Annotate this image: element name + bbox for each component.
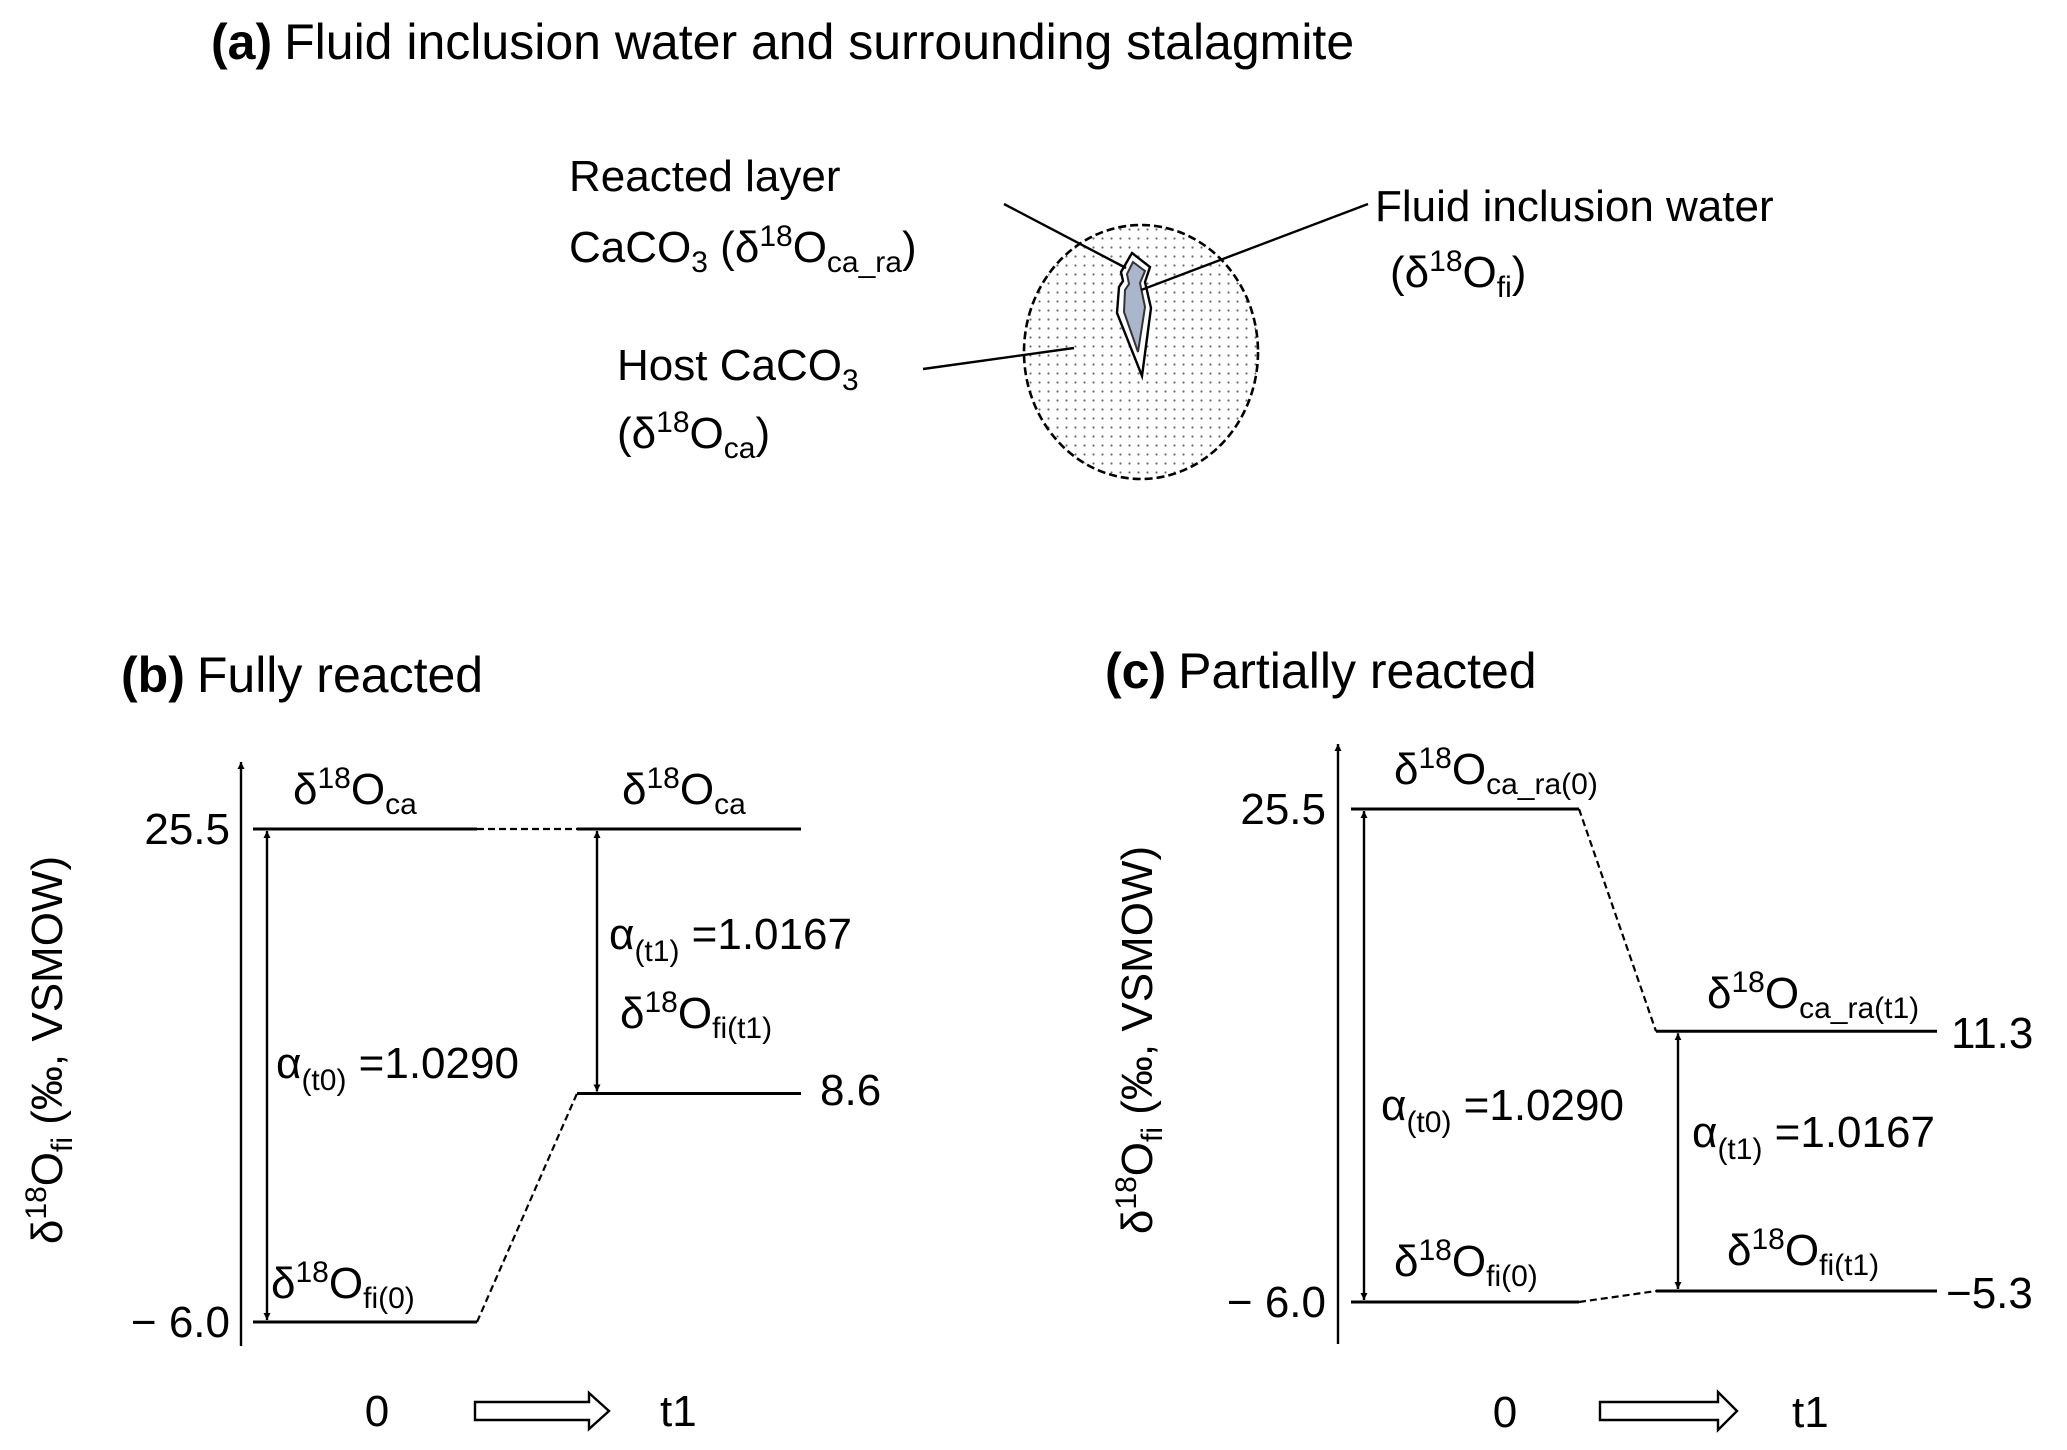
panel-b: (b)Fully reacted δ18Ofi (‰, VSMOW) 25.5 … [20, 647, 881, 1436]
panel-c-time-start: 0 [1493, 1388, 1517, 1437]
panel-a: (a)Fluid inclusion water and surrounding… [211, 14, 1774, 481]
panel-b-time-start: 0 [365, 1387, 389, 1436]
fluid-inclusion-leader [1140, 202, 1369, 292]
panel-b-label-alpha-t1: α(t1) =1.0167 [609, 910, 852, 968]
panel-b-label-fi-0: δ18Ofi(0) [271, 1256, 415, 1315]
panel-b-time-arrow-icon [473, 1390, 611, 1432]
panel-b-tick-top: 25.5 [144, 805, 230, 854]
panel-b-tick-bottom: − 6.0 [131, 1298, 230, 1347]
panel-b-label-ca-left: δ18Oca [293, 762, 417, 821]
fluid-inclusion-label-line2: (δ18Ofi) [1390, 245, 1526, 304]
panel-a-letter: (a) [211, 14, 272, 70]
panel-b-label-fi-t1: δ18Ofi(t1) [620, 986, 772, 1045]
panel-c-label-fi-t1: δ18Ofi(t1) [1727, 1223, 1879, 1282]
panel-c-time-end: t1 [1792, 1388, 1829, 1437]
panel-c-value-ca-ra-t1: 11.3 [1951, 1009, 2033, 1058]
fluid-inclusion-label-line1: Fluid inclusion water [1375, 182, 1774, 231]
panel-c-label-alpha-t1: α(t1) =1.0167 [1692, 1108, 1935, 1166]
host-calcite-label-line1: Host CaCO3 [617, 341, 859, 397]
panel-c-title: (c)Partially reacted [1105, 643, 1537, 699]
panel-c-ca-ra-connector [1577, 808, 1658, 1032]
panel-b-time-end: t1 [660, 1387, 697, 1436]
reacted-layer-label-line2: CaCO3 (δ18Oca_ra) [569, 220, 917, 279]
host-calcite-leader [922, 346, 1075, 371]
reacted-layer-leader [1003, 202, 1127, 270]
panel-c-time-arrow-icon [1598, 1389, 1739, 1433]
panel-b-label-alpha-t0: α(t0) =1.0290 [276, 1039, 519, 1097]
panel-b-letter: (b) [121, 647, 185, 703]
panel-b-title: (b)Fully reacted [121, 647, 483, 703]
panel-c-tick-top: 25.5 [1240, 785, 1326, 834]
panel-c-value-fi-t1: −5.3 [1946, 1269, 2033, 1318]
panel-b-label-ca-right: δ18Oca [622, 762, 746, 821]
panel-b-fi-connector [475, 1093, 579, 1323]
panel-c-label-fi-0: δ18Ofi(0) [1394, 1234, 1538, 1293]
panel-c-letter: (c) [1105, 643, 1166, 699]
panel-a-title: (a)Fluid inclusion water and surrounding… [211, 14, 1354, 70]
host-calcite-label-line2: (δ18Oca) [617, 406, 770, 465]
reacted-layer-label-line1: Reacted layer [569, 152, 840, 201]
panel-c: (c)Partially reacted δ18Ofi (‰, VSMOW) 2… [1105, 643, 2033, 1437]
panel-c-label-ca-ra-t1: δ18Oca_ra(t1) [1707, 966, 1919, 1025]
panel-b-y-axis-label: δ18Ofi (‰, VSMOW) [20, 856, 79, 1244]
panel-c-tick-bottom: − 6.0 [1227, 1278, 1326, 1327]
panel-c-y-axis-label: δ18Ofi (‰, VSMOW) [1110, 846, 1169, 1234]
panel-b-value-fi-t1: 8.6 [820, 1066, 881, 1115]
fluid-inclusion-shape [1122, 260, 1147, 353]
panel-c-label-ca-ra-0: δ18Oca_ra(0) [1394, 742, 1598, 801]
panel-c-label-alpha-t0: α(t0) =1.0290 [1381, 1081, 1624, 1139]
panel-c-fi-connector [1578, 1289, 1657, 1304]
